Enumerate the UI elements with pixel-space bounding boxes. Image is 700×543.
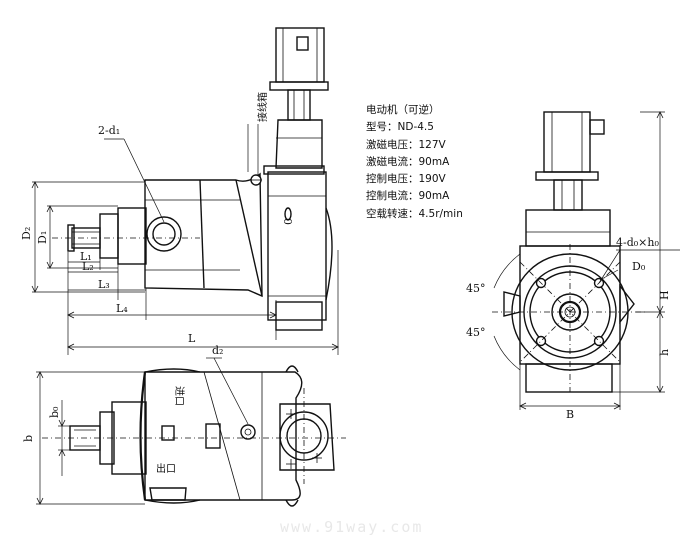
spec-line-excitation-voltage: 激磁电压：127V [366, 138, 446, 151]
label-h: h [658, 349, 671, 356]
svg-text:0: 0 [281, 218, 294, 225]
label-2-d1: 2-d₁ [98, 124, 120, 137]
spec-line-no-load-speed: 空载转速：4.5r/min [366, 207, 463, 220]
label-B: B [566, 408, 574, 421]
label-b: b [22, 435, 35, 442]
side-view: 0 [31, 27, 339, 355]
spec-line-model: 型号：ND-4.5 [366, 121, 434, 134]
spec-line-control-current: 控制电流：90mA [366, 190, 450, 203]
spec-line-excitation-current: 激磁电流：90mA [366, 155, 450, 168]
label-H: H [658, 290, 671, 300]
label-angle-top: 45° [466, 282, 486, 295]
label-outlet: 出口 [156, 462, 176, 475]
spec-line-control-voltage: 控制电压：190V [366, 173, 446, 186]
top-view [36, 357, 346, 507]
label-D2: D₂ [20, 227, 33, 240]
label-L2: L₂ [82, 260, 94, 273]
label-L4: L₄ [116, 302, 128, 315]
label-L3: L₃ [98, 278, 110, 291]
label-holes: 4-d₀×h₀ [616, 236, 659, 249]
label-angle-bottom: 45° [466, 326, 486, 339]
label-D0: D₀ [632, 260, 646, 273]
label-d2: d₂ [212, 344, 223, 357]
label-D1: D₁ [36, 231, 49, 244]
label-L1: L₁ [80, 250, 92, 263]
label-L: L [188, 332, 196, 345]
watermark: www.91way.com [280, 518, 424, 536]
label-inlet: 进口 [173, 386, 185, 406]
motor-spec: 电动机（可逆） 型号：ND-4.5 激磁电压：127V 激磁电流：90mA 控制… [366, 102, 463, 223]
label-b0: b₀ [48, 406, 61, 418]
front-view [492, 111, 680, 410]
spec-title: 电动机（可逆） [366, 104, 440, 116]
label-terminal-box: 接线箱 [256, 92, 269, 122]
